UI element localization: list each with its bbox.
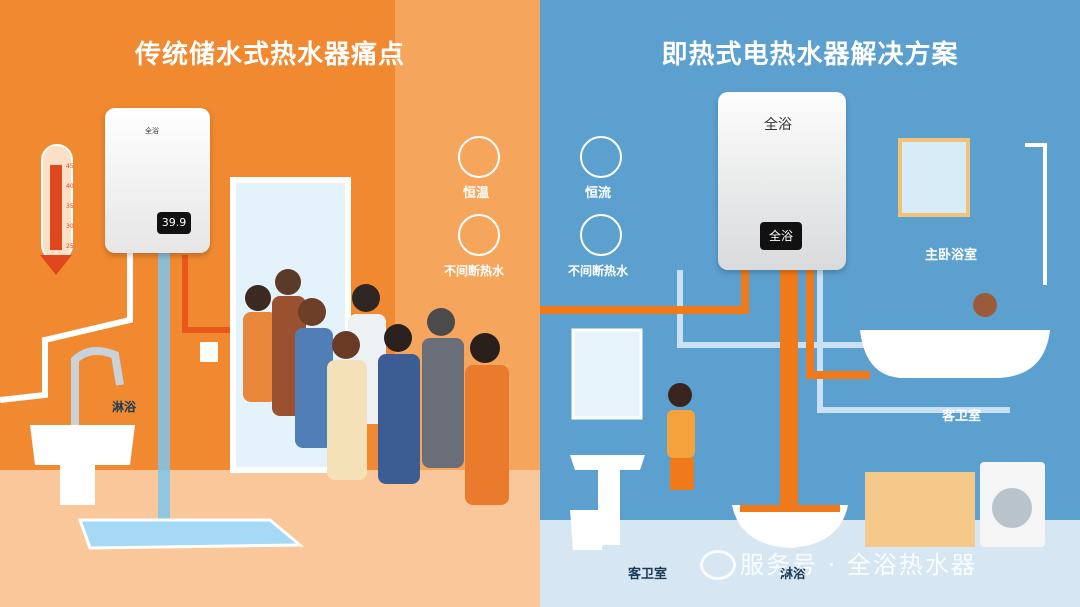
- right-panel: 即热式电热水器解决方案: [540, 0, 1080, 607]
- faucet-icon: [71, 347, 124, 425]
- heater-brand: 全浴: [145, 127, 159, 135]
- thermometer-tick: 45: [66, 163, 74, 170]
- master-bath-label: 主卧浴室: [925, 248, 978, 263]
- thermometer-icon: [40, 144, 73, 275]
- continuous-hot-label: 不间断热水: [444, 264, 505, 278]
- cold-pipe: [0, 250, 133, 403]
- sink-right: [570, 455, 645, 470]
- watermark: 服务号 · 全浴热水器: [740, 551, 977, 579]
- left-panel: 传统储水式热水器痛点: [0, 0, 540, 607]
- continuous-hot-icon: [458, 214, 500, 256]
- constant-temp-label: 恒温: [463, 186, 490, 201]
- right-title: 即热式电热水器解决方案: [661, 40, 959, 70]
- thermometer-tick: 35: [66, 203, 74, 210]
- left-scene: 45 40 35 30 25: [0, 144, 509, 550]
- hot-pipe-right: [540, 270, 749, 314]
- heater-brand-right: 全浴: [764, 117, 792, 133]
- constant-temp-icon: [458, 136, 500, 178]
- right-shower-label: 淋浴: [780, 567, 807, 582]
- mirror: [571, 328, 643, 420]
- sink: [30, 425, 135, 465]
- girl: [668, 383, 692, 407]
- thermometer-tick: 30: [66, 223, 74, 230]
- shower-icon: [1025, 143, 1047, 285]
- guest-bath-label-mid: 客卫室: [942, 409, 982, 424]
- wechat-icon: [700, 550, 736, 580]
- people-queue: [243, 269, 509, 505]
- left-title: 传统储水式热水器痛点: [134, 40, 405, 70]
- socket: [200, 342, 218, 362]
- guest-bath-label-bottom: 客卫室: [628, 567, 668, 582]
- bathtub: [860, 330, 1050, 378]
- puddle: [77, 518, 305, 550]
- thermometer-tick: 40: [66, 183, 74, 190]
- constant-flow-label: 恒流: [585, 186, 612, 201]
- left-shower-label: 淋浴: [112, 400, 137, 414]
- continuous-hot-label-right: 不间断热水: [568, 264, 629, 278]
- cabinet: [865, 472, 975, 547]
- basin: [732, 505, 848, 548]
- heater-display-right: 全浴: [760, 222, 802, 250]
- right-scene: [540, 138, 1050, 550]
- continuous-hot-icon-right: [580, 214, 622, 256]
- constant-flow-icon: [580, 136, 622, 178]
- window: [898, 138, 970, 217]
- heater-display: 39.9: [157, 212, 191, 234]
- bucket: [570, 510, 605, 550]
- thermometer-tick: 25: [66, 243, 74, 250]
- water-stream: [158, 250, 170, 535]
- storage-water-heater: 全浴 39.9: [105, 108, 210, 253]
- instant-water-heater: 全浴 全浴: [718, 92, 846, 270]
- hot-water-column: [780, 270, 798, 515]
